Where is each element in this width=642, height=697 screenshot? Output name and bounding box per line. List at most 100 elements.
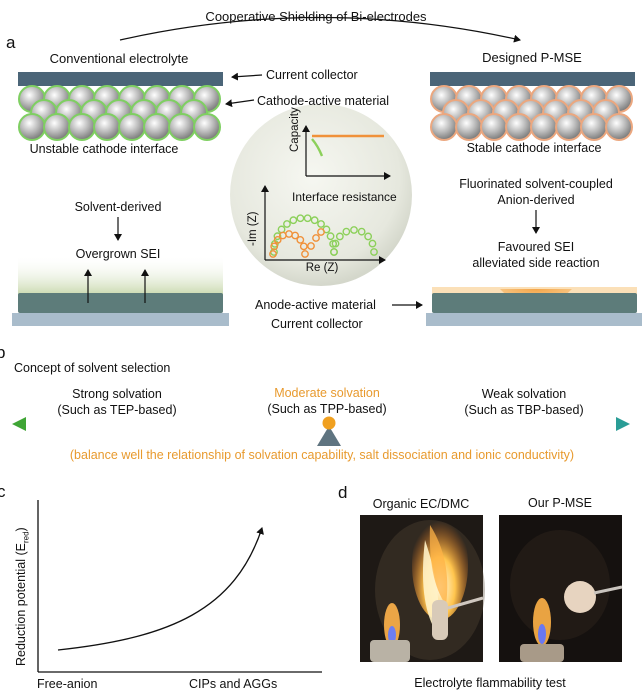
impedance-point [291,231,300,240]
inset-capacity-label: Capacity [289,107,301,152]
impedance-point [269,250,277,258]
impedance-point [326,232,335,241]
panel-c-ylabel: Reduction potential (Ered) [14,527,31,666]
impedance-point [289,216,298,225]
balance-note: (balance well the relationship of solvat… [69,448,575,462]
strong-solvation-sub: (Such as TEP-based) [57,403,177,417]
cooperative-arc [119,16,521,43]
inset-resistance-label: Interface resistance [292,190,397,204]
anion-derived-label: Anion-derived [497,193,575,207]
cathode-particle [430,113,458,141]
weak-solvation-sub: (Such as TBP-based) [464,403,584,417]
left-sei-gradient [18,255,223,295]
left-current-collector [18,72,223,86]
impedance-point [357,227,366,236]
unstable-interface-label: Unstable cathode interface [29,142,179,156]
cathode-particle [530,113,558,141]
impedance-point [283,220,291,228]
right-anode-active [432,293,637,313]
panel-c-letter: c [0,482,6,501]
impedance-point [350,226,358,234]
impedance-point [370,248,378,256]
panel-b-letter: b [0,343,6,362]
inset-imz-label: -Im (Z) [247,211,259,246]
cathode-particle [93,113,121,141]
impedance-point [270,242,279,251]
side-reaction-label: alleviated side reaction [472,256,600,270]
cathode-particle [68,113,96,141]
impedance-point [335,232,344,241]
cathode-particle [605,113,633,141]
cathode-particle [18,113,46,141]
cathode-particle [580,113,608,141]
anode-current-collector-label: Current collector [271,317,363,331]
right-heading: Designed P-MSE [482,50,582,65]
impedance-point [342,227,351,236]
cathode-particle [118,113,146,141]
right-cathode-spheres [430,85,633,141]
photo-pmse [499,515,623,662]
photo-right-caption: Our P-MSE [528,496,592,510]
impedance-point [310,216,319,225]
cathode-pointer [225,99,255,108]
fluorinated-label: Fluorinated solvent-coupled [459,177,613,191]
cathode-particle [505,113,533,141]
cathode-particle [43,113,71,141]
left-anode-collector [12,313,229,326]
fulcrum-triangle [317,426,341,446]
cathode-particle [555,113,583,141]
impedance-point [273,235,282,244]
cathode-particle [143,113,171,141]
impedance-point [296,235,305,244]
strong-solvation-label: Strong solvation [72,387,162,401]
inset-capacity-plot [302,125,391,180]
anode-active-label: Anode-active material [255,298,376,312]
impedance-point [317,228,325,236]
impedance-point [307,242,315,250]
impedance-point [312,234,320,242]
panel-c-x-left: Free-anion [37,677,98,691]
cathode-active-label: Cathode-active material [257,94,390,108]
impedance-point [303,214,312,223]
favoured-sei-label: Favoured SEI [497,240,575,254]
panel-c-x-right: CIPs and AGGs [189,677,278,691]
flammability-caption: Electrolyte flammability test [414,676,566,690]
moderate-solvation-label: Moderate solvation [274,386,380,400]
figure-title: Cooperative Shielding of Bi-electrodes [205,9,427,24]
inset-impedance-plot [261,185,386,264]
cc-pointer [231,72,263,81]
photo-left-caption: Organic EC/DMC [372,497,470,511]
fulcrum-ball [322,416,336,430]
solvation-axis [12,417,630,431]
panel-a-letter: a [6,33,16,52]
panel-b-heading: Concept of solvent selection [14,361,171,375]
weak-solvation-label: Weak solvation [481,387,567,401]
impedance-point [330,248,338,256]
impedance-point [364,232,373,241]
reduction-curve [57,527,264,651]
right-anode-collector [426,313,642,326]
overgrown-sei-label: Overgrown SEI [75,247,161,261]
inset-rez-label: Re (Z) [305,262,339,274]
impedance-point [331,239,340,248]
cathode-particle [193,113,221,141]
cathode-particle [168,113,196,141]
current-collector-label: Current collector [266,68,358,82]
stable-interface-label: Stable cathode interface [466,141,602,155]
impedance-point [299,242,308,251]
panel-d-letter: d [338,483,348,502]
photo-organic [360,510,485,662]
cathode-particle [455,113,483,141]
left-heading: Conventional electrolyte [49,51,189,66]
impedance-point [301,250,309,258]
impedance-point [317,220,325,228]
left-cathode-spheres [18,85,221,141]
left-anode-active [18,293,223,313]
cathode-particle [480,113,508,141]
right-current-collector [430,72,635,86]
moderate-solvation-sub: (Such as TPP-based) [267,402,387,416]
panel-c-axes [37,500,322,673]
impedance-point [273,232,282,241]
impedance-point [296,214,305,223]
